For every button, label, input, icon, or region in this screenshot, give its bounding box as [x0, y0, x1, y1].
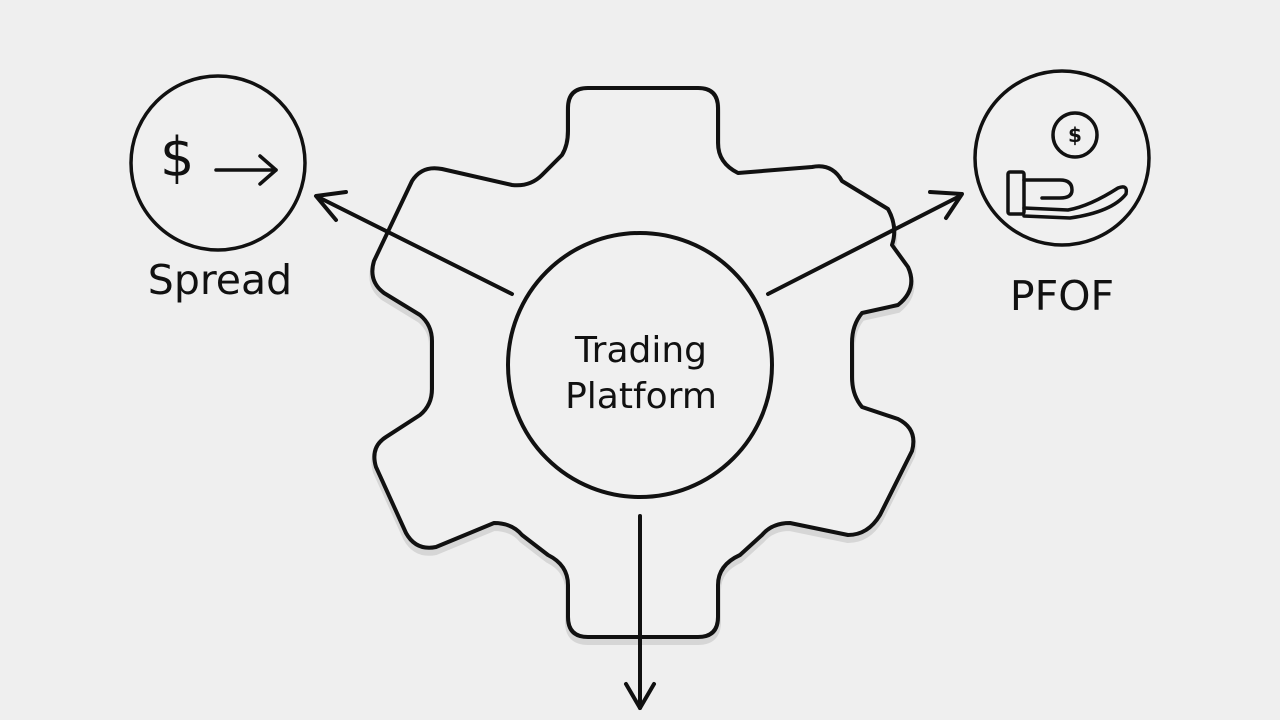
hub-label: Trading Platform [510, 328, 772, 420]
arrow-to-pfof-line [766, 194, 962, 296]
coin-dollar-icon: $ [1068, 123, 1082, 147]
pfof-label: PFOF [1009, 272, 1115, 320]
hub-label-line2: Platform [565, 376, 717, 417]
pfof-icon-circle [973, 69, 1151, 247]
spread-label: Spread [147, 256, 293, 304]
arrow-to-spread-line [318, 196, 514, 296]
hub-label-line1: Trading [574, 330, 708, 371]
arrow-to-pfof-head [928, 190, 964, 220]
hand-coin-icon [1022, 178, 1129, 220]
coin-icon [1051, 111, 1099, 159]
dollar-arrow-head [258, 154, 278, 186]
hand-cuff [1006, 170, 1026, 216]
hub-circle [506, 231, 774, 499]
arrow-to-spread-head [314, 190, 348, 222]
down-arrow-icon [624, 682, 656, 710]
dollar-sign-icon: $ [160, 126, 195, 189]
spread-icon-circle [129, 74, 307, 252]
